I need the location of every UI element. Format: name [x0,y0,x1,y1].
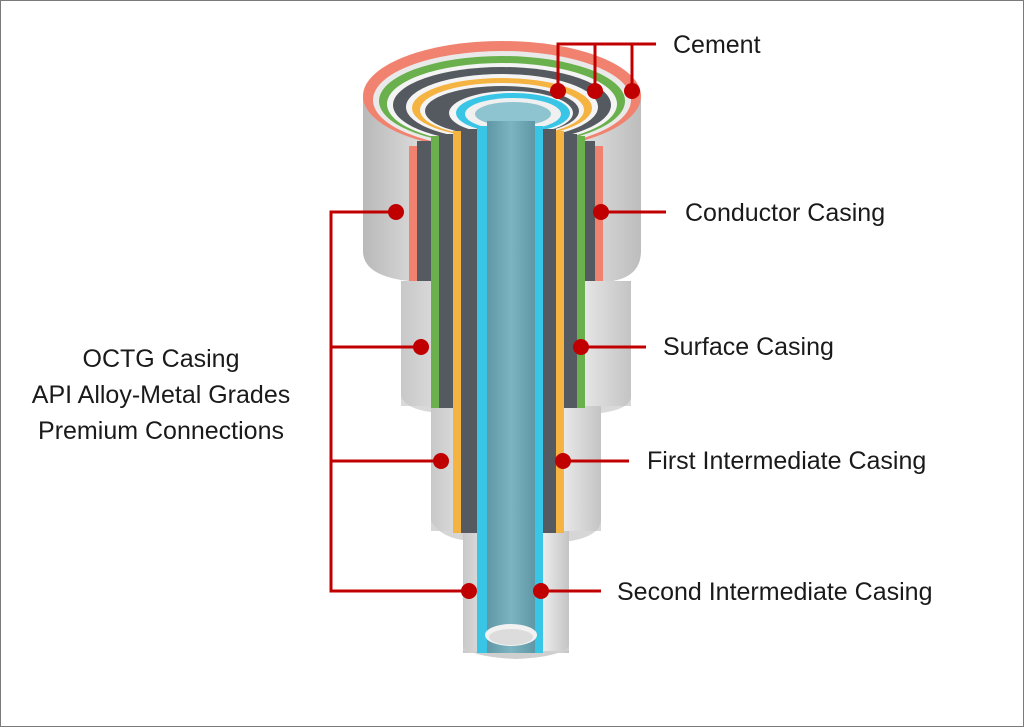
callout-dots [388,83,640,599]
label-surface-casing: Surface Casing [663,333,834,361]
label-conductor-casing: Conductor Casing [685,199,885,227]
caption-line-2: API Alloy-Metal Grades [32,381,290,409]
layer-bands [409,121,603,653]
caption-line-1: OCTG Casing [83,345,240,373]
label-first-intermediate-casing: First Intermediate Casing [647,447,926,475]
label-cement: Cement [673,31,761,59]
label-second-intermediate-casing: Second Intermediate Casing [617,578,932,606]
caption-line-3: Premium Connections [38,417,284,445]
top-rings [379,56,625,146]
